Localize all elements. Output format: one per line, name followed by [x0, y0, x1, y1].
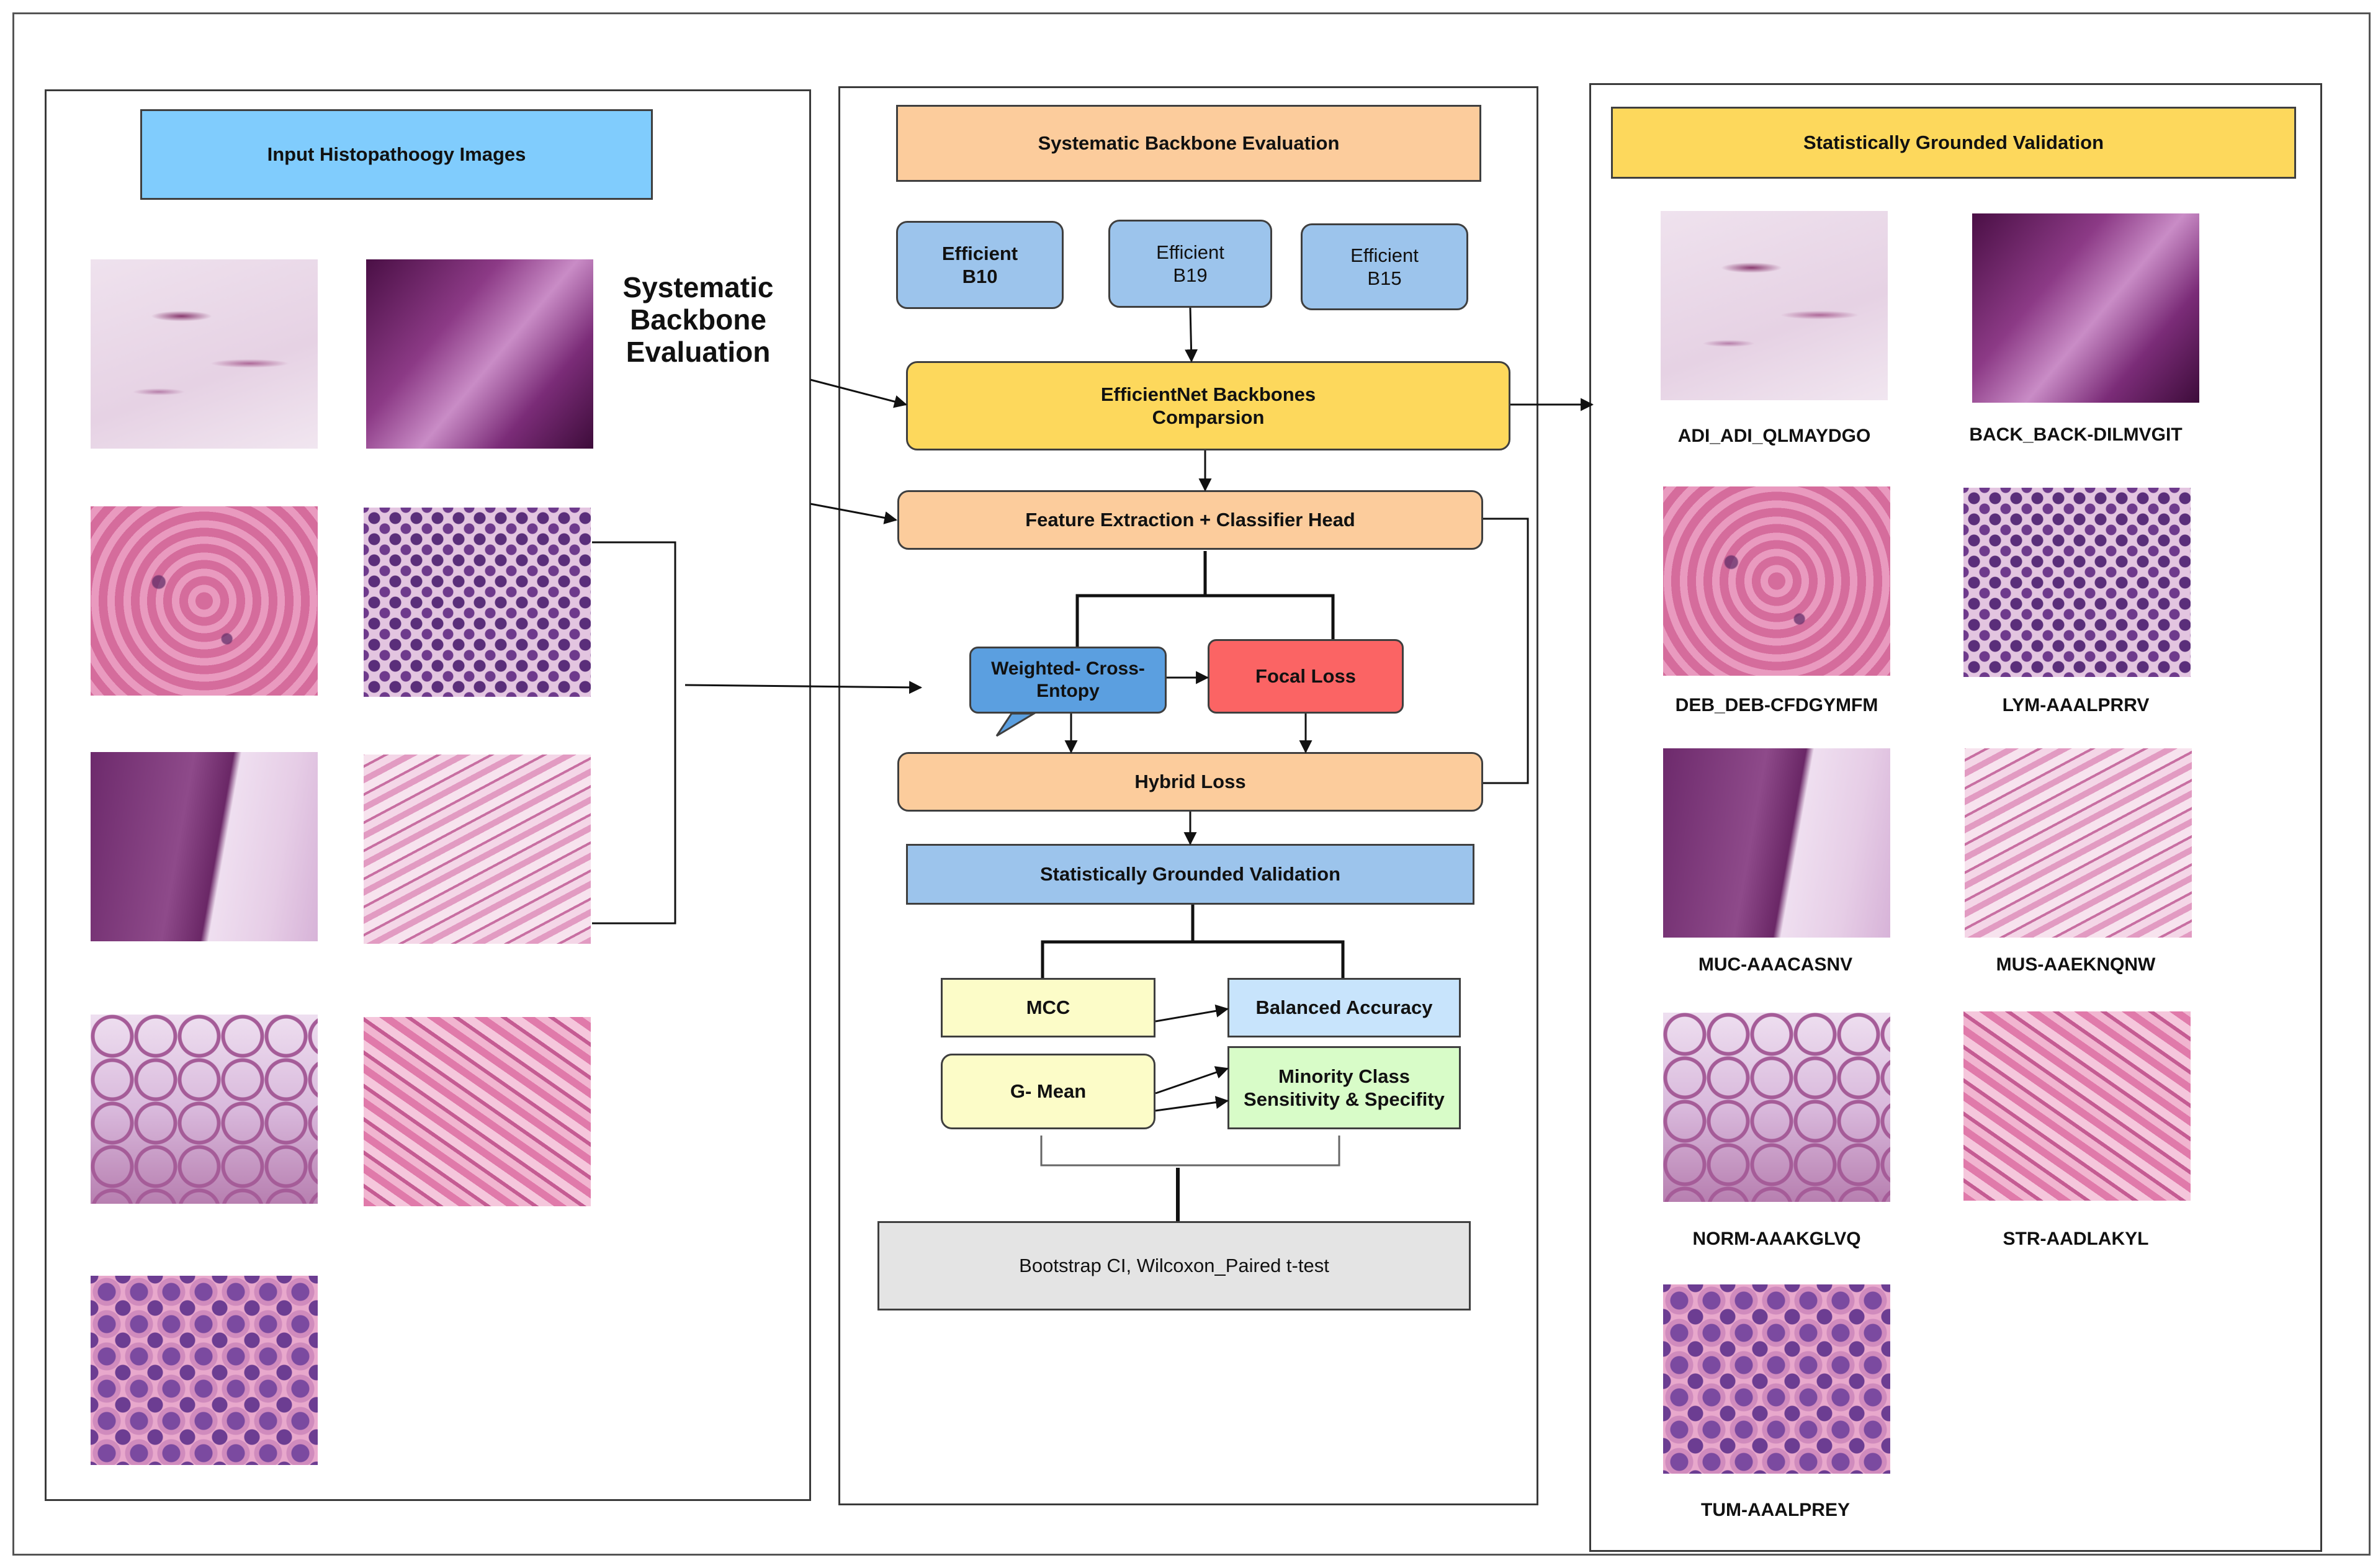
output-tile-norm — [1663, 1013, 1890, 1202]
right-panel-title: Statistically Grounded Validation — [1611, 107, 2296, 179]
bootstrap-box: Bootstrap CI, Wilcoxon_Paired t-test — [877, 1221, 1471, 1310]
feature-extraction-box: Feature Extraction + Classifier Head — [897, 490, 1483, 550]
backbone-b19: Efficient B19 — [1108, 220, 1272, 308]
output-tile-mus — [1965, 748, 2192, 938]
g-mean-box: G- Mean — [941, 1054, 1155, 1129]
caption-mus: MUS-AAEKNQNW — [1996, 954, 2156, 975]
backbone-b10: Efficient B10 — [896, 221, 1064, 309]
output-tile-adi — [1661, 211, 1888, 400]
output-tile-muc — [1663, 748, 1890, 938]
output-tile-tum — [1663, 1284, 1890, 1474]
caption-norm: NORM-AAAKGLVQ — [1692, 1229, 1861, 1249]
output-tile-deb — [1663, 486, 1890, 676]
backbone-b19-line-1: Efficient — [1156, 241, 1224, 263]
backbone-b19-line-2: B19 — [1173, 264, 1208, 286]
backbone-b10-line-2: B10 — [962, 266, 998, 287]
weighted-cross-entropy-line-1: Weighted- Cross- — [991, 658, 1145, 679]
minority-class-line-1: Minority Class — [1278, 1065, 1410, 1087]
backbone-b15-line-1: Efficient — [1350, 244, 1419, 266]
input-tile-lym — [364, 508, 591, 697]
caption-lym: LYM-AAALPRRV — [2002, 695, 2150, 715]
hybrid-loss-box: Hybrid Loss — [897, 752, 1483, 812]
side-label-line-2: Backbone — [630, 303, 766, 336]
output-tile-back — [1972, 213, 2199, 403]
backbone-b10-line-1: Efficient — [941, 242, 1018, 264]
left-panel-title: Input Histopathoogy Images — [140, 109, 653, 200]
input-tile-muc — [91, 752, 318, 941]
output-tile-lym — [1963, 488, 2191, 677]
mcc-box: MCC — [941, 978, 1155, 1037]
input-tile-str — [364, 1017, 591, 1206]
backbone-b15-line-2: B15 — [1367, 267, 1402, 289]
weighted-cross-entropy-box: Weighted- Cross- Entopy — [969, 647, 1167, 714]
backbone-b15: Efficient B15 — [1301, 223, 1468, 310]
caption-str: STR-AADLAKYL — [2003, 1229, 2149, 1249]
minority-class-line-2: Sensitivity & Specifity — [1244, 1088, 1445, 1110]
backbone-comparison-line-2: Comparsion — [1152, 406, 1265, 428]
input-tile-mus — [364, 755, 591, 944]
caption-muc: MUC-AAACASNV — [1698, 954, 1853, 975]
input-tile-adi — [91, 259, 318, 449]
side-label: Systematic Backbone Evaluation — [596, 271, 801, 369]
output-tile-str — [1963, 1011, 2191, 1201]
middle-panel-title: Systematic Backbone Evaluation — [896, 105, 1481, 182]
side-label-line-1: Systematic — [622, 271, 774, 303]
backbone-comparison-box: EfficientNet Backbones Comparsion — [906, 361, 1510, 450]
caption-tum: TUM-AAALPREY — [1701, 1500, 1850, 1520]
balanced-accuracy-box: Balanced Accuracy — [1227, 978, 1461, 1037]
outer-frame — [12, 12, 2371, 1556]
input-tile-norm — [91, 1015, 318, 1204]
caption-adi: ADI_ADI_QLMAYDGO — [1677, 426, 1871, 446]
focal-loss-box: Focal Loss — [1208, 639, 1404, 714]
weighted-cross-entropy-line-2: Entopy — [1036, 681, 1100, 701]
backbone-comparison-line-1: EfficientNet Backbones — [1100, 383, 1316, 405]
caption-deb: DEB_DEB-CFDGYMFM — [1675, 695, 1878, 715]
validation-box: Statistically Grounded Validation — [906, 844, 1474, 905]
input-tile-deb — [91, 506, 318, 696]
input-tile-back — [366, 259, 593, 449]
caption-back: BACK_BACK-DILMVGIT — [1969, 424, 2183, 445]
input-tile-tum — [91, 1276, 318, 1465]
side-label-line-3: Evaluation — [626, 335, 771, 368]
minority-class-box: Minority Class Sensitivity & Specifity — [1227, 1046, 1461, 1129]
